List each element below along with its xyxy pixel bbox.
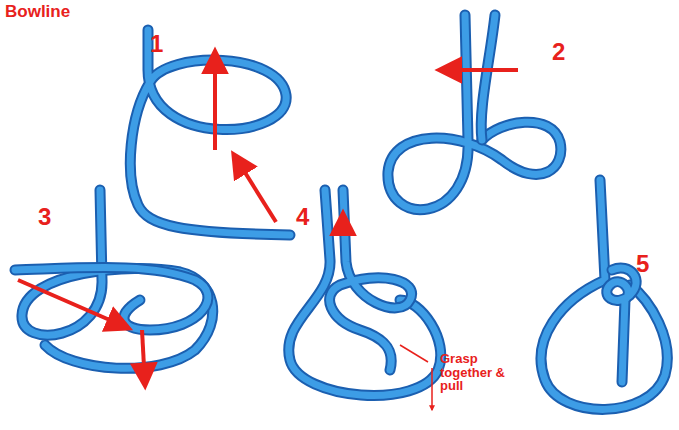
diagram-title: Bowline bbox=[5, 3, 70, 20]
rope-part bbox=[481, 15, 495, 140]
rope-step-3 bbox=[15, 190, 213, 368]
step-number: 4 bbox=[296, 205, 309, 229]
rope-part bbox=[18, 280, 128, 328]
step-number: 5 bbox=[636, 252, 649, 276]
rope-part bbox=[213, 52, 217, 150]
rope-part bbox=[388, 15, 561, 210]
rope-part bbox=[330, 190, 412, 370]
rope-part bbox=[400, 345, 428, 362]
rope-part bbox=[541, 180, 667, 409]
instruction-note: Grasp together & pull bbox=[440, 352, 510, 393]
rope-part bbox=[607, 268, 636, 382]
rope-part bbox=[289, 190, 441, 395]
direction-arrows bbox=[18, 52, 518, 410]
rope-part bbox=[130, 30, 290, 235]
rope-part bbox=[388, 15, 561, 210]
step-number: 1 bbox=[150, 32, 163, 56]
rope-part bbox=[541, 180, 667, 409]
rope-part bbox=[15, 267, 208, 330]
rope-part bbox=[234, 155, 276, 222]
rope-part bbox=[15, 267, 208, 330]
rope-step-5 bbox=[541, 180, 667, 409]
rope-part bbox=[289, 190, 441, 395]
rope-part bbox=[481, 15, 495, 140]
rope-part bbox=[142, 330, 145, 385]
rope-part bbox=[440, 68, 518, 72]
rope-step-1 bbox=[130, 30, 290, 235]
rope-part bbox=[130, 30, 290, 235]
rope-step-4 bbox=[289, 190, 441, 395]
rope-part bbox=[330, 190, 412, 370]
step-number: 2 bbox=[552, 40, 565, 64]
rope-part bbox=[431, 368, 433, 410]
rope-step-2 bbox=[388, 15, 561, 210]
step-number: 3 bbox=[38, 205, 51, 229]
rope-part bbox=[607, 268, 636, 382]
rope-part bbox=[341, 214, 345, 235]
